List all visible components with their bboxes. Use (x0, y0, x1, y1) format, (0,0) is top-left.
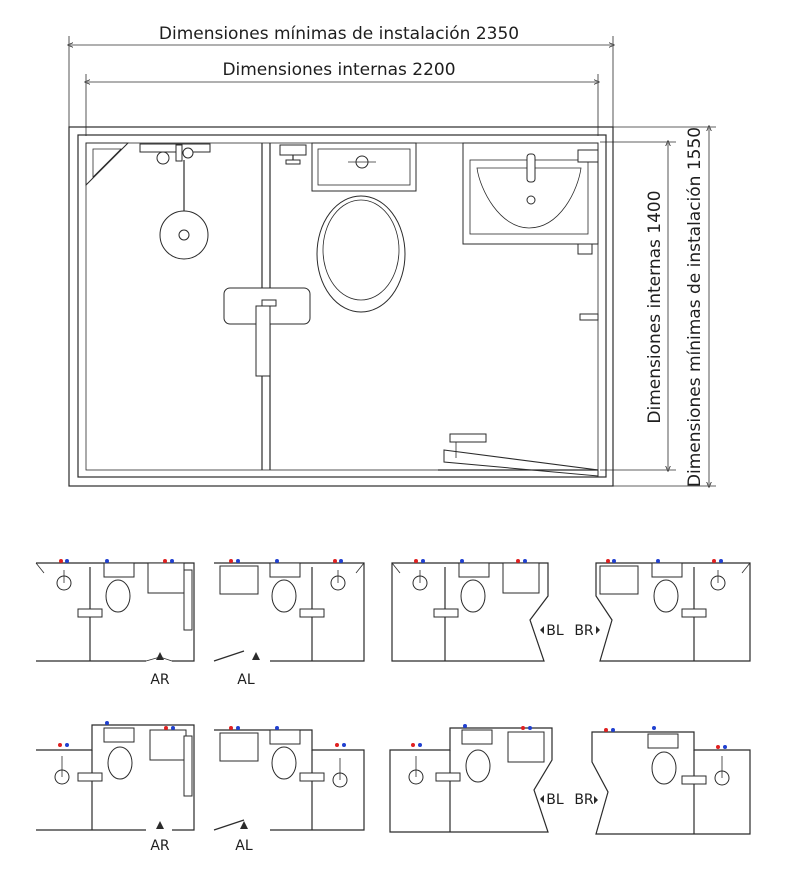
internal-depth-label: Dimensiones internas 1400 (645, 190, 665, 423)
corner-shelf (85, 142, 130, 187)
wall-hook (579, 313, 599, 321)
variant-ar-2 (36, 721, 195, 831)
min-install-depth-label: Dimensiones mínimas de instalación 1550 (685, 127, 705, 487)
toilet (311, 142, 417, 313)
variant-br-1 (595, 559, 751, 662)
variant-label-al-2: AL (235, 838, 253, 854)
internal-width-label: Dimensiones internas 2200 (222, 60, 455, 80)
grab-bar (255, 305, 271, 377)
variant-label-bl-1: BL (546, 623, 564, 639)
entrance-door (438, 433, 599, 477)
variant-br-2 (591, 726, 751, 835)
shower-mixer (139, 143, 211, 225)
main-floor-plan (68, 126, 614, 487)
variant-label-ar-1: AR (150, 672, 170, 688)
variant-al-1 (213, 559, 365, 662)
variant-label-ar-2: AR (150, 838, 170, 854)
variant-bl-1 (391, 559, 549, 662)
variant-bl-2 (389, 724, 553, 833)
variant-label-al-1: AL (237, 672, 255, 688)
variant-label-bl-2: BL (546, 792, 564, 808)
min-install-width-label: Dimensiones mínimas de instalación 2350 (159, 24, 519, 44)
washbasin (462, 142, 599, 255)
door-handle (261, 299, 277, 307)
variant-label-br-1: BR (574, 623, 594, 639)
variant-label-br-2: BR (574, 792, 594, 808)
shower-drain (159, 210, 209, 260)
variant-al-2 (213, 726, 365, 831)
variant-ar-1 (35, 559, 195, 662)
